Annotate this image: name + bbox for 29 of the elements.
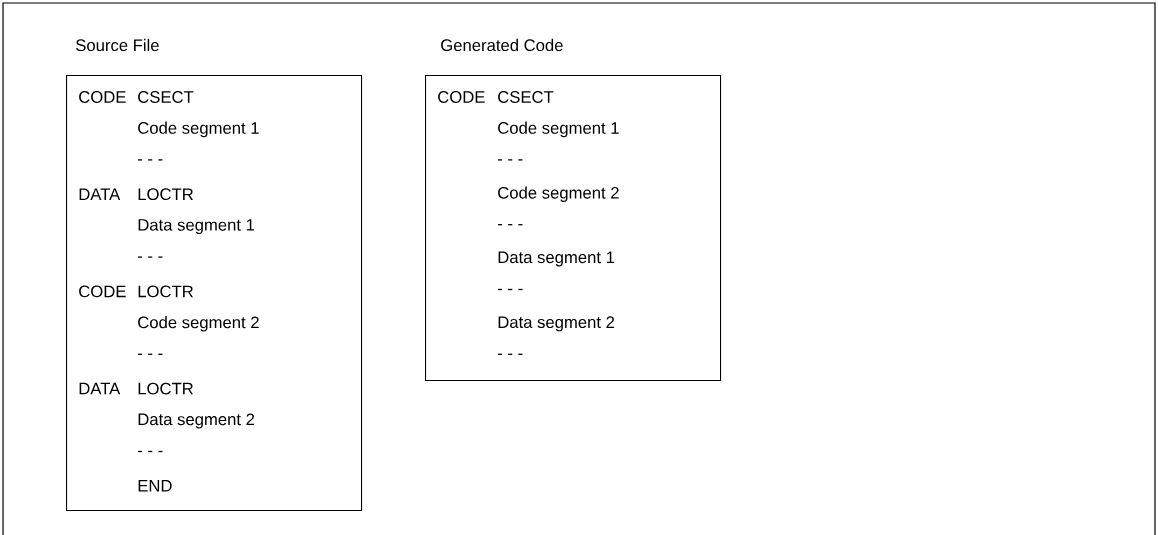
code-text: Code segment 2 <box>498 186 619 202</box>
code-text: END <box>138 480 172 492</box>
code-text: - - - <box>498 353 523 355</box>
code-text: - - - <box>138 353 163 355</box>
code-text: CODE <box>438 91 485 103</box>
code-text: DATA <box>79 382 121 395</box>
code-text: LOCTR <box>138 188 193 201</box>
heading: Generated Code <box>441 38 563 52</box>
code-text: Data segment 2 <box>498 316 615 332</box>
code-text: Data segment 2 <box>138 413 255 429</box>
code-text: CODE <box>79 91 126 103</box>
heading: Source File <box>76 38 159 52</box>
code-text: CSECT <box>138 91 194 103</box>
code-text: Data segment 1 <box>138 219 255 235</box>
code-text: CSECT <box>498 91 554 103</box>
code-text: Code segment 1 <box>498 121 619 138</box>
code-text: - - - <box>498 159 523 161</box>
code-text: CODE <box>79 285 126 298</box>
code-text: - - - <box>498 288 523 291</box>
code-text: LOCTR <box>138 382 193 395</box>
code-text: LOCTR <box>138 285 193 298</box>
code-text: Data segment 1 <box>498 251 615 267</box>
code-text: Code segment 2 <box>138 316 259 332</box>
code-text: Code segment 1 <box>138 121 259 138</box>
code-text: - - - <box>138 256 163 258</box>
code-text: - - - <box>498 224 523 226</box>
code-text: DATA <box>79 188 121 200</box>
code-text: - - - <box>138 159 163 161</box>
code-text: - - - <box>138 450 163 453</box>
